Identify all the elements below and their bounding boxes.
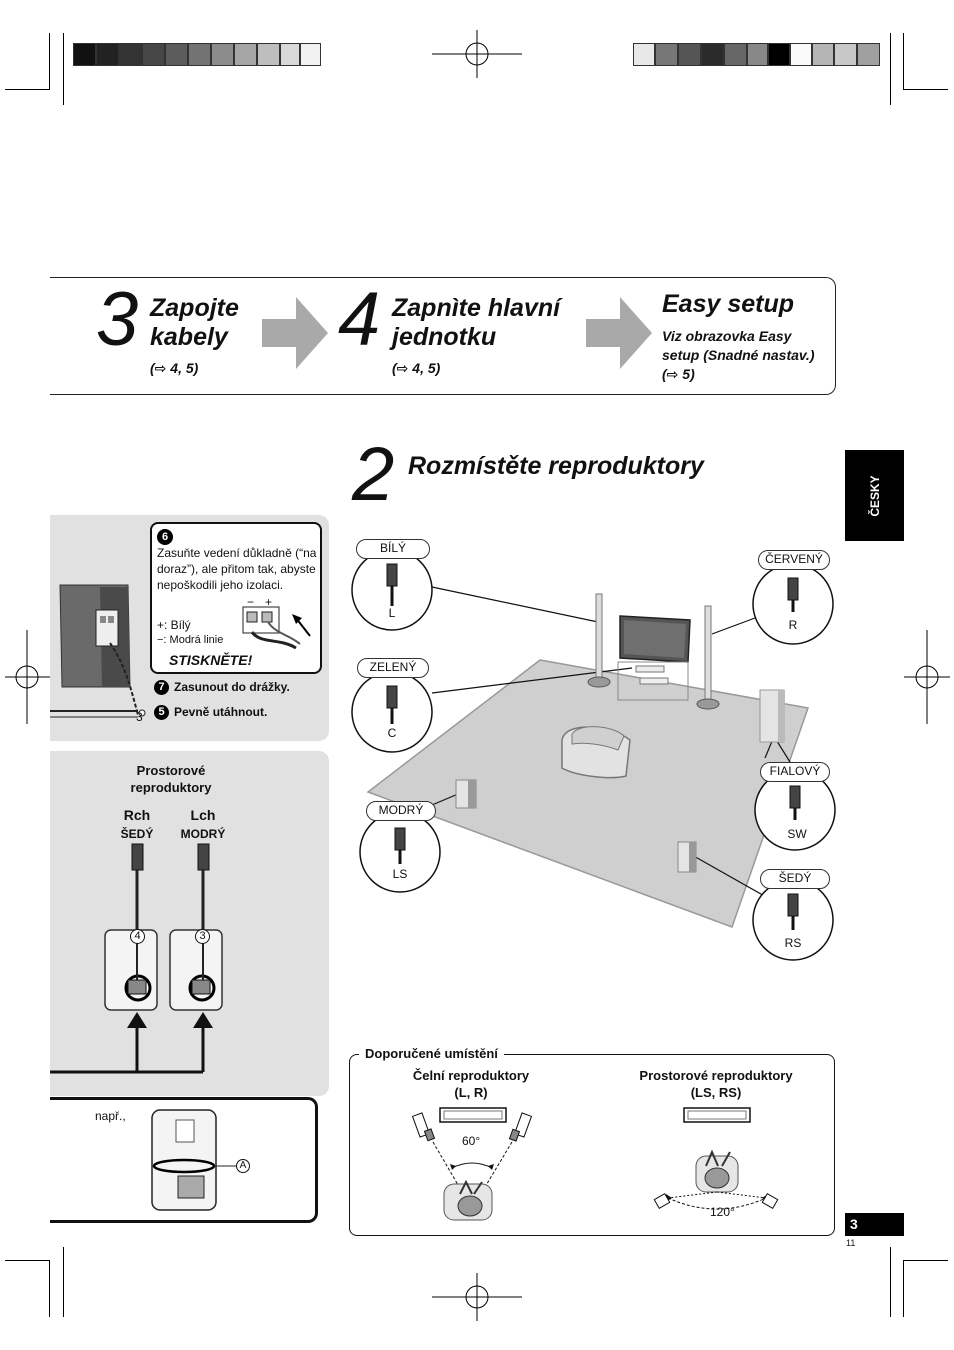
speaker-wiring-illustration [50, 584, 146, 718]
rch-label: Rch [123, 807, 151, 823]
speaker-l-code: L [388, 606, 396, 620]
speaker-r-code: R [788, 618, 798, 632]
step7-text: Zasunout do drážky. [174, 680, 290, 694]
speaker-ls-color-badge: MODRÝ [366, 801, 436, 821]
page-number: 3 [850, 1216, 858, 1232]
surround-speakers-title: Prostorové reproduktory (LS, RS) [639, 1068, 793, 1100]
step-3-ref: (⇨ 4, 5) [150, 360, 199, 376]
steps-header [50, 277, 836, 395]
recommended-title: Doporučené umístění [359, 1046, 504, 1061]
press-label: STISKNĚTE! [169, 652, 253, 668]
page-sub-number: 11 [846, 1238, 856, 1248]
arrow-right-icon [586, 297, 652, 369]
step6-badge: 6 [157, 529, 173, 545]
speaker-l-color-badge: BÍLÝ [356, 539, 430, 559]
language-tab: ČESKY [845, 450, 904, 541]
terminal-press-illustration [242, 606, 311, 650]
arrow-right-icon [262, 297, 328, 369]
step-4-number: 4 [338, 277, 381, 362]
step7-badge: 7 [154, 680, 169, 695]
step5-text: Pevně utáhnout. [174, 705, 268, 719]
rch-color: ŠEDÝ [120, 827, 154, 841]
marker-a: A [236, 1159, 250, 1173]
terminal-plus-label: +: Bílý [157, 618, 191, 632]
section-title: Rozmístěte reproduktory [408, 452, 704, 480]
surround-panel [50, 751, 329, 1096]
rch-number: 4 [130, 929, 145, 944]
step-3-title: Zapojte kabely [150, 294, 239, 351]
speaker-r-color-badge: ČERVENÝ [758, 550, 830, 570]
front-angle-label: 60° [462, 1134, 481, 1148]
terminal-minus-sign: − [247, 595, 255, 609]
example-label: např., [95, 1109, 126, 1123]
placement-diagrams [411, 1107, 779, 1221]
easy-setup-title: Easy setup [662, 290, 795, 318]
step6-text: Zasuňte vedení důkladně (“na doraz”), al… [157, 546, 317, 592]
language-label: ČESKY [867, 474, 882, 517]
recommended-placement-box [349, 1054, 835, 1236]
section-number: 2 [352, 432, 395, 517]
terminal-minus-label: −: Modrá linie [157, 634, 224, 646]
step-4-title: Zapnìte hlavní jednotku [392, 294, 561, 351]
lch-color: MODRÝ [180, 827, 226, 841]
step-4-ref: (⇨ 4, 5) [392, 360, 441, 376]
speaker-sw-color-badge: FIALOVÝ [760, 762, 830, 782]
speaker-sw-code: SW [787, 827, 807, 841]
surround-angle-label: 120° [710, 1205, 735, 1219]
step-3-number: 3 [96, 277, 139, 362]
speaker-back-illustration [151, 1109, 236, 1211]
easy-setup-text: Viz obrazovka Easy setup (Snadné nastav.… [662, 328, 815, 382]
speaker-rs-color-badge: ŠEDÝ [760, 869, 830, 889]
speaker-rs-code: RS [784, 936, 802, 950]
step5-badge: 5 [154, 705, 169, 720]
speaker-c-color-badge: ZELENÝ [357, 658, 429, 678]
room-diagram [351, 549, 836, 961]
speaker-ls-code: LS [392, 867, 408, 881]
surround-speakers-illustration [50, 843, 223, 1074]
step6-box [150, 522, 322, 674]
page-number-tab [845, 1213, 904, 1236]
speaker-c-code: C [387, 726, 397, 740]
lch-label: Lch [190, 807, 216, 823]
lch-number: 3 [195, 929, 210, 944]
front-speakers-title: Čelní reproduktory (L, R) [412, 1068, 530, 1100]
surround-panel-title: Prostorové reproduktory [130, 763, 212, 795]
screw-number: 3 [136, 710, 143, 724]
terminal-plus-sign: + [265, 595, 273, 609]
